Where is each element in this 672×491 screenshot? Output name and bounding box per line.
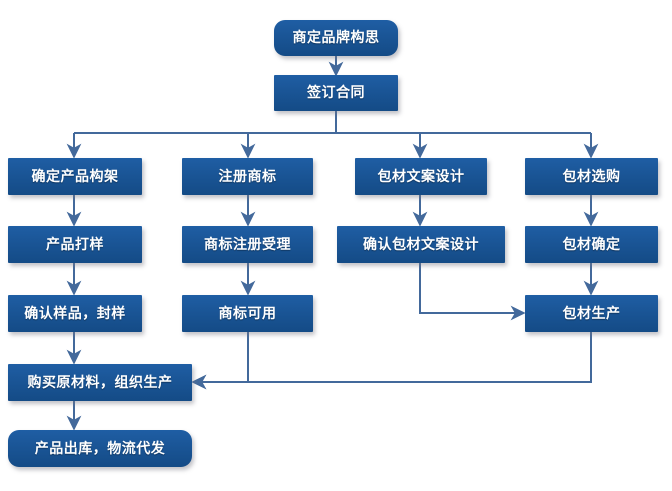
node-n3[interactable]: 确定产品构架	[8, 158, 142, 195]
edge-n9-n13	[419, 263, 526, 321]
node-n11[interactable]: 确认样品，封样	[8, 295, 142, 332]
node-label: 购买原材料，组织生产	[27, 374, 173, 391]
node-n6[interactable]: 包材选购	[525, 158, 658, 195]
node-n2[interactable]: 签订合同	[274, 75, 398, 111]
node-label: 产品出库，物流代发	[34, 440, 166, 457]
node-n14[interactable]: 购买原材料，组织生产	[8, 364, 192, 401]
node-label: 确认包材文案设计	[363, 236, 479, 253]
node-label: 商标注册受理	[204, 236, 291, 253]
node-n8[interactable]: 商标注册受理	[182, 226, 313, 263]
node-label: 包材选购	[562, 168, 621, 185]
node-n10[interactable]: 包材确定	[525, 226, 658, 263]
node-n7[interactable]: 产品打样	[8, 226, 142, 263]
node-n1[interactable]: 商定品牌构思	[274, 20, 398, 56]
node-n12[interactable]: 商标可用	[182, 295, 313, 332]
node-label: 包材生产	[562, 305, 621, 322]
node-label: 产品打样	[46, 236, 104, 253]
node-label: 签订合同	[307, 85, 365, 101]
node-label: 包材文案设计	[377, 168, 465, 185]
node-n9[interactable]: 确认包材文案设计	[337, 226, 505, 263]
node-n15[interactable]: 产品出库，物流代发	[8, 430, 192, 467]
node-label: 确认样品，封样	[24, 305, 126, 322]
node-n13[interactable]: 包材生产	[525, 295, 658, 332]
edge-n13-n14	[191, 332, 592, 390]
node-n5[interactable]: 包材文案设计	[355, 158, 487, 195]
node-label: 注册商标	[218, 168, 277, 185]
node-label: 商标可用	[218, 305, 277, 322]
node-label: 确定产品构架	[31, 168, 119, 185]
node-n4[interactable]: 注册商标	[182, 158, 313, 195]
node-label: 包材确定	[562, 236, 621, 253]
node-label: 商定品牌构思	[292, 30, 380, 46]
